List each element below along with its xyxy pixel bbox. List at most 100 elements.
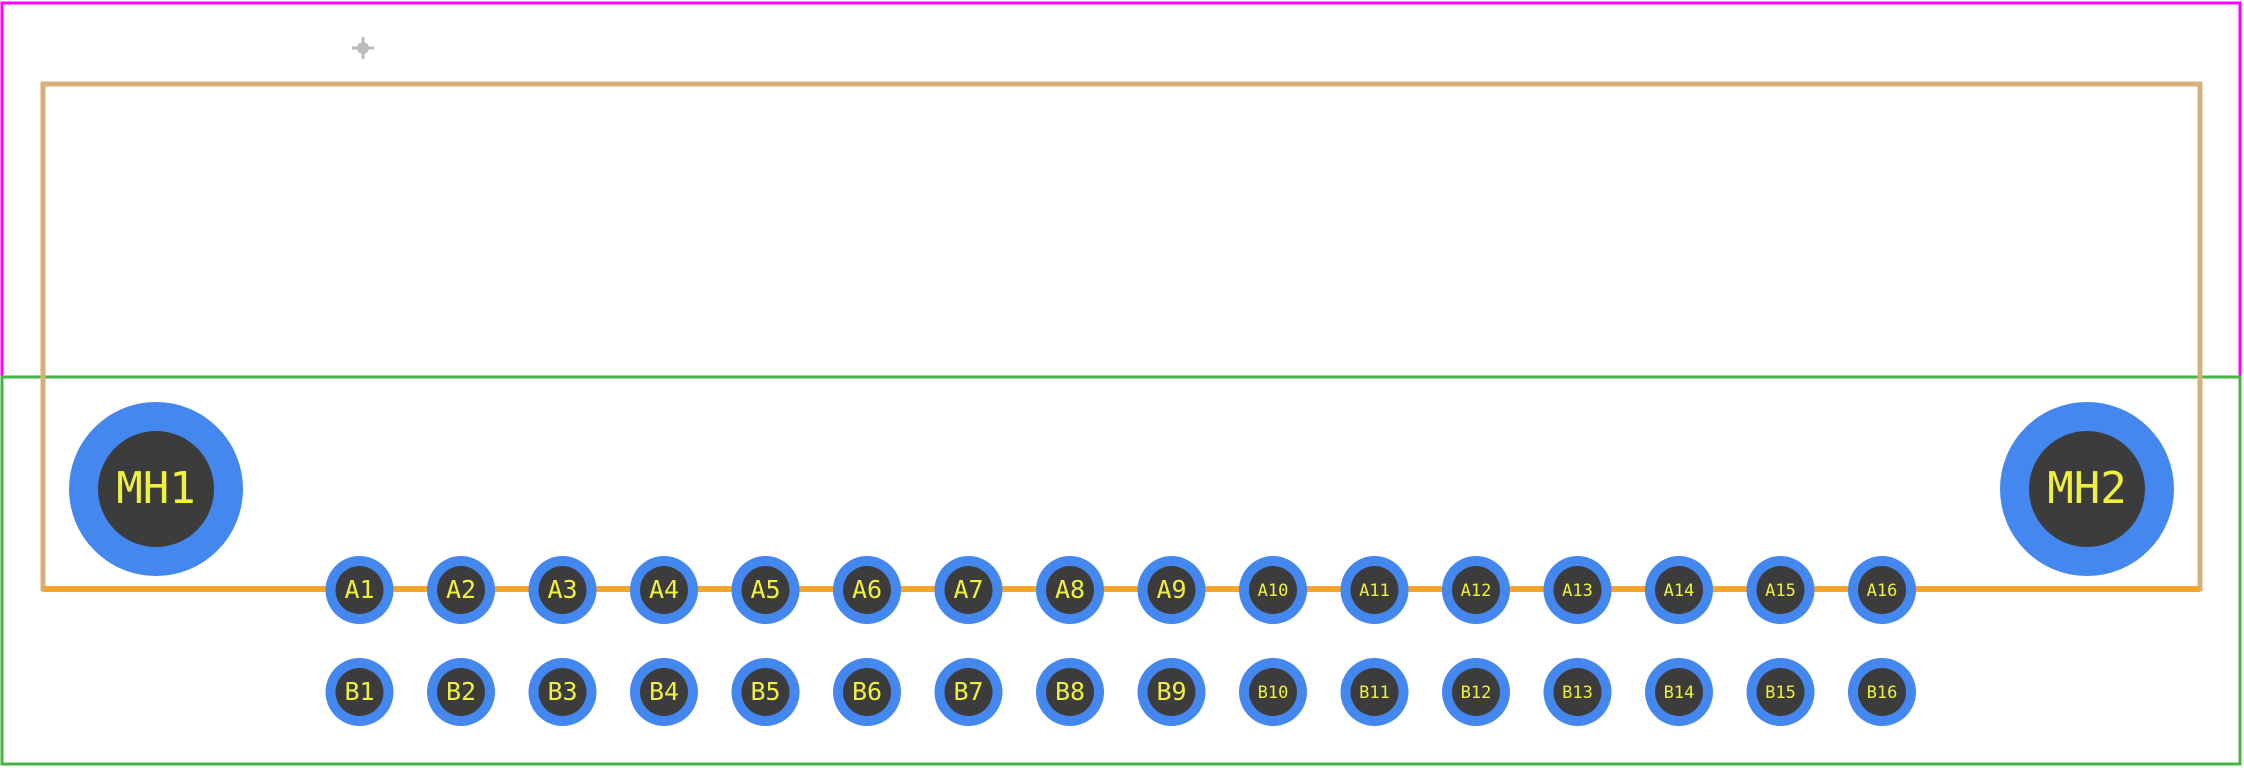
pad-label: A6 <box>852 575 882 604</box>
pad-a1[interactable]: A1 <box>325 556 394 624</box>
pad-b13[interactable]: B13 <box>1543 658 1612 726</box>
pad-hole <box>640 566 688 614</box>
mounting-hole-mh1[interactable]: MH1 <box>69 402 243 576</box>
pad-a6[interactable]: A6 <box>833 556 901 624</box>
pad-label: A7 <box>953 575 983 604</box>
pad-label: A1 <box>344 575 374 604</box>
pad-hole <box>1858 668 1906 716</box>
pad-hole <box>437 668 485 716</box>
pad-label: B10 <box>1258 683 1289 703</box>
pad-hole <box>944 668 993 716</box>
pad-a5[interactable]: A5 <box>731 556 800 624</box>
silkscreen-outline <box>40 81 2203 592</box>
pad-hole <box>1756 566 1805 614</box>
pad-label: B16 <box>1867 683 1898 703</box>
mounting-hole-mh2[interactable]: MH2 <box>2000 402 2174 576</box>
pad-label: A12 <box>1461 581 1492 601</box>
pad-a9[interactable]: A9 <box>1137 556 1206 624</box>
pad-hole <box>640 668 688 716</box>
pad-row-b: B1 B2 B3 B4 B5 B6 B7 B8 B9 B10 B11 B12 B13 B14 B15 B16 <box>325 658 1916 726</box>
pad-label: A9 <box>1156 575 1186 604</box>
pad-label: B14 <box>1664 683 1695 703</box>
pad-b8[interactable]: B8 <box>1036 658 1104 726</box>
pad-label: B7 <box>953 677 983 706</box>
pad-label: A16 <box>1867 581 1898 601</box>
pad-hole <box>1452 566 1500 614</box>
pad-label: A15 <box>1765 581 1796 601</box>
pad-b2[interactable]: B2 <box>427 658 495 726</box>
pad-label: B6 <box>852 677 882 706</box>
mounting-hole-label: MH2 <box>2047 463 2126 514</box>
pad-hole <box>944 566 993 614</box>
pad-b5[interactable]: B5 <box>731 658 800 726</box>
pad-b12[interactable]: B12 <box>1442 658 1510 726</box>
pad-b15[interactable]: B15 <box>1746 658 1815 726</box>
pad-b4[interactable]: B4 <box>630 658 698 726</box>
origin-marker-icon <box>352 37 374 59</box>
pad-a10[interactable]: A10 <box>1239 556 1307 624</box>
pad-hole <box>741 566 790 614</box>
pad-label: B4 <box>649 677 679 706</box>
pad-hole <box>1249 668 1297 716</box>
pad-hole <box>538 668 587 716</box>
pad-label: A4 <box>649 575 679 604</box>
pad-label: B11 <box>1359 683 1390 703</box>
pad-b11[interactable]: B11 <box>1340 658 1409 726</box>
pad-a3[interactable]: A3 <box>528 556 597 624</box>
pad-hole <box>1553 668 1602 716</box>
pad-a8[interactable]: A8 <box>1036 556 1104 624</box>
pad-hole <box>1452 668 1500 716</box>
pad-hole <box>843 566 891 614</box>
pad-label: A14 <box>1664 581 1695 601</box>
pad-hole <box>1046 566 1094 614</box>
pad-label: B15 <box>1765 683 1796 703</box>
pad-hole <box>1249 566 1297 614</box>
mounting-hole-label: MH1 <box>116 463 195 514</box>
pad-label: A10 <box>1258 581 1289 601</box>
pad-a13[interactable]: A13 <box>1543 556 1612 624</box>
pad-a2[interactable]: A2 <box>427 556 495 624</box>
pad-hole <box>335 668 384 716</box>
pad-hole <box>1046 668 1094 716</box>
pad-label: B9 <box>1156 677 1186 706</box>
pad-a14[interactable]: A14 <box>1645 556 1713 624</box>
pad-label: A11 <box>1359 581 1390 601</box>
pad-label: A8 <box>1055 575 1085 604</box>
pad-label: B5 <box>750 677 780 706</box>
pad-hole <box>1858 566 1906 614</box>
pad-b7[interactable]: B7 <box>934 658 1003 726</box>
pad-a16[interactable]: A16 <box>1848 556 1916 624</box>
pad-b16[interactable]: B16 <box>1848 658 1916 726</box>
pad-label: A3 <box>547 575 577 604</box>
pad-b9[interactable]: B9 <box>1137 658 1206 726</box>
mounting-holes: MH1 MH2 <box>69 402 2174 576</box>
pad-b10[interactable]: B10 <box>1239 658 1307 726</box>
pad-label: A2 <box>446 575 476 604</box>
pad-label: B3 <box>547 677 577 706</box>
pad-label: A13 <box>1562 581 1593 601</box>
pad-hole <box>1147 668 1196 716</box>
pad-b3[interactable]: B3 <box>528 658 597 726</box>
pad-a12[interactable]: A12 <box>1442 556 1510 624</box>
pad-b1[interactable]: B1 <box>325 658 394 726</box>
pad-hole <box>1553 566 1602 614</box>
pad-label: B12 <box>1461 683 1492 703</box>
pad-label: B13 <box>1562 683 1593 703</box>
pad-b6[interactable]: B6 <box>833 658 901 726</box>
pad-a11[interactable]: A11 <box>1340 556 1409 624</box>
pad-hole <box>1655 668 1703 716</box>
pad-label: A5 <box>750 575 780 604</box>
pad-label: B2 <box>446 677 476 706</box>
pad-hole <box>538 566 587 614</box>
pad-hole <box>1147 566 1196 614</box>
pad-a4[interactable]: A4 <box>630 556 698 624</box>
pad-a7[interactable]: A7 <box>934 556 1003 624</box>
pad-hole <box>335 566 384 614</box>
pad-hole <box>1350 668 1399 716</box>
pad-a15[interactable]: A15 <box>1746 556 1815 624</box>
pad-b14[interactable]: B14 <box>1645 658 1713 726</box>
pad-hole <box>437 566 485 614</box>
mounting-hole-drill <box>2029 431 2145 547</box>
keepout-outline <box>0 375 2242 766</box>
